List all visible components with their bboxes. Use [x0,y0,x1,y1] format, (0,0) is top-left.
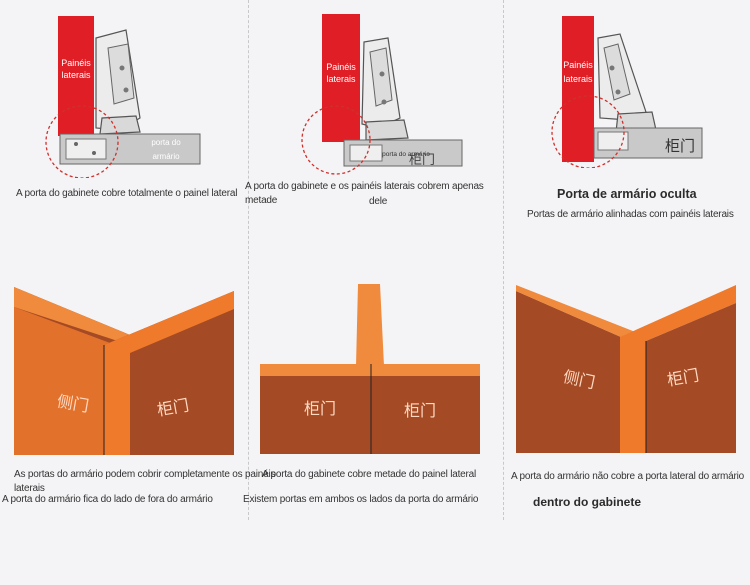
caption-t-2: Existem portas em ambos os lados da port… [243,494,479,505]
door-chinese-label: 柜门 [665,138,695,155]
hinge-plate [603,43,631,101]
caption-corner-full-1: As portas do armário podem cobrir comple… [14,469,276,494]
inset-hinge-diagram: Painéis laterais 柜门 [551,16,703,168]
screw-icon [379,71,385,77]
hinge-cup-slot [349,144,383,162]
side-panel-label-1: Painéis [563,60,593,70]
cabinet-door-label: 柜门 [156,396,191,419]
hinge-cup-slot [65,138,107,160]
hinge-plate [369,47,393,107]
hinge-cup-slot [597,131,629,151]
door-chinese-label: 柜门 [409,152,435,167]
caption-inset: Portas de armário alinhadas com painéis … [527,209,734,220]
divider-left [248,0,249,520]
side-panel-label-2: laterais [61,70,91,80]
caption-half-overlay-2: dele [369,196,388,207]
caption-t-1: A porta do gabinete cobre metade do pain… [262,469,477,480]
doors-top-edge [260,364,480,378]
door-label-1: porta do [151,138,181,147]
right-door-label: 柜门 [404,402,436,420]
side-door-label: 侧门 [56,392,91,415]
caption-inset-corner-2: dentro do gabinete [533,495,641,509]
cabinet-door [343,139,463,167]
caption-half-overlay-1: A porta do gabinete e os painéis laterai… [245,181,484,206]
inset-corner-diagram: 侧门 柜门 [516,285,736,453]
door-label: porta do armário [382,151,430,158]
side-panel-label-1: Painéis [326,62,356,72]
caption-inset-title: Porta de armário oculta [557,187,697,201]
screw-icon [609,65,615,71]
cabinet-door-face [646,303,736,453]
hinge-cup [99,115,141,135]
highlight-circle [551,95,625,168]
side-panel [322,14,360,142]
caption-full-overlay: A porta do gabinete cobre totalmente o p… [16,188,238,199]
left-door-label: 柜门 [304,400,336,418]
hinge-cup [365,119,409,141]
caption-inset-corner-1: A porta do armário não cobre a porta lat… [511,471,745,482]
highlight-circle [45,105,119,178]
side-panel-top [14,287,130,345]
door-label-2: armário [152,152,180,161]
divider-right [503,0,504,520]
highlight-circle [301,105,371,175]
side-panel [58,16,94,136]
side-door-top [516,285,638,341]
screw-icon [381,99,387,105]
caption-corner-full-2: A porta do armário fica do lado de fora … [2,494,213,505]
side-panel-label-1: Painéis [61,58,91,68]
side-panel-label-2: laterais [563,74,593,84]
doors-face [260,376,480,454]
cabinet-door-label: 柜门 [666,366,701,389]
half-overlay-hinge-diagram: Painéis laterais porta do armário 柜门 [301,14,463,175]
screw-icon [615,89,621,95]
side-door-face [516,291,630,453]
cabinet-door-edge [104,291,234,455]
cabinet-door-edge [620,285,736,453]
screw-icon [123,87,129,93]
full-overlay-hinge-diagram: Painéis laterais porta do armário [45,16,201,178]
side-panel [356,284,384,366]
side-panel [562,16,594,162]
screw-icon [119,65,125,71]
full-overlay-corner-diagram: 侧门 柜门 [14,287,234,455]
side-panel-label-2: laterais [326,74,356,84]
half-overlay-t-diagram: 柜门 柜门 [260,284,480,454]
